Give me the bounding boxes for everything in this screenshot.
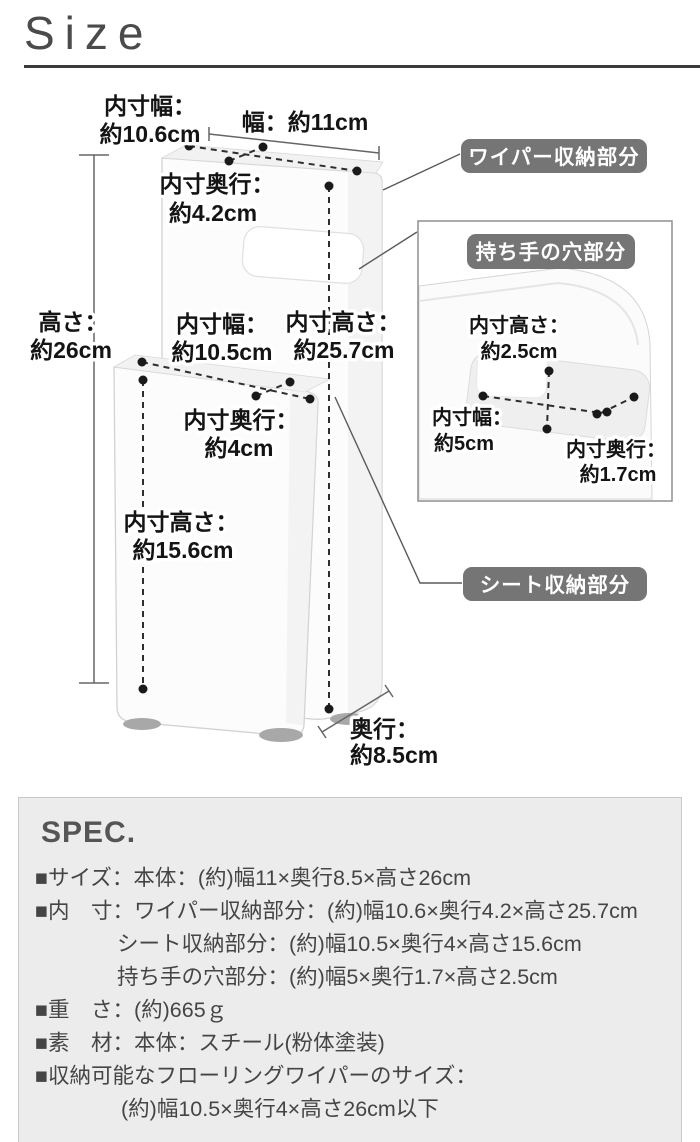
part-badges: ワイパー収納部分 シート収納部分: [461, 138, 647, 601]
handle-hole-badge-label: 持ち手の穴部分: [476, 240, 627, 264]
dim-dashes: [141, 144, 358, 709]
inset-label-inner-height-1: 内寸高さ：: [469, 313, 569, 337]
sheet-storage-badge-label: シート収納部分: [480, 573, 631, 597]
leader-wiper-badge: [382, 152, 461, 191]
spec-row: ■収納可能なフローリングワイパーのサイズ：: [35, 1063, 477, 1088]
inset-rim-line: [418, 281, 639, 345]
spec-row: ■内 寸：ワイパー収納部分：(約)幅10.6×奥行4.2×高さ25.7cm: [35, 898, 638, 923]
spec-row: ■重 さ：(約)665ｇ: [35, 997, 228, 1022]
spec-heading: SPEC.: [41, 815, 137, 849]
inset-label-inner-depth-2: 約1.7cm: [580, 462, 657, 486]
inset-hole-opening: [476, 351, 548, 398]
label-height-2: 約26cm: [30, 337, 112, 363]
inset-label-inner-width-1: 内寸幅：: [432, 405, 512, 429]
measure-lines: [79, 126, 394, 739]
label-inner-depth-sheet-1: 内寸奥行：: [184, 407, 299, 433]
leader-lines: [334, 152, 462, 584]
handle-hole-badge: [467, 233, 635, 269]
label-inner-width-wiper-1: 内寸幅：: [104, 93, 196, 119]
size-diagram: 内寸高さ： 約2.5cm 内寸幅： 約5cm 内寸奥行： 約1.7cm 持ち手の…: [27, 89, 673, 771]
label-inner-width-wiper-2: 約10.6cm: [99, 121, 200, 147]
dim-dots: [137, 141, 362, 714]
dim-labels: 内寸幅： 約10.6cm 幅：約11cm 内寸奥行： 約4.2cm 高さ： 約2…: [27, 89, 442, 771]
spec-row: (約)幅10.5×奥行4×高さ26cm以下: [121, 1096, 439, 1121]
label-inner-depth-wiper-2: 約4.2cm: [169, 200, 257, 226]
label-inner-height-wiper-1: 内寸高さ：: [286, 309, 401, 335]
spec-row: ■サイズ：本体：(約)幅11×奥行8.5×高さ26cm: [35, 865, 472, 890]
spec-row: シート収納部分：(約)幅10.5×奥行4×高さ15.6cm: [117, 931, 582, 956]
handle-hole: [241, 225, 365, 284]
label-inner-height-sheet-2: 約15.6cm: [132, 537, 233, 563]
inset-dash-height: [546, 370, 550, 429]
wiper-box-top-face: [160, 144, 384, 174]
sheet-box-side-shade: [286, 389, 318, 725]
label-width: 幅：約11cm: [242, 109, 369, 135]
foot: [259, 727, 303, 742]
page-title: Size: [24, 7, 154, 59]
header: Size: [0, 0, 700, 68]
inset-dim-dashes: [482, 370, 635, 429]
sheet-box: [112, 354, 332, 737]
label-inner-width-sheet-2: 約10.5cm: [171, 339, 272, 365]
inset-label-inner-height-2: 約2.5cm: [481, 339, 558, 363]
leader-sheet-badge: [334, 396, 462, 584]
leader-handle-inset: [358, 231, 418, 270]
foot: [123, 717, 161, 730]
label-inner-depth-sheet-2: 約4cm: [204, 435, 273, 461]
spec-row: 持ち手の穴部分：(約)幅5×奥行1.7×高さ2.5cm: [117, 964, 558, 989]
inset-label-inner-width-2: 約5cm: [434, 431, 494, 455]
label-depth-2: 約8.5cm: [350, 742, 438, 768]
measure-width: [208, 126, 380, 160]
label-inner-width-sheet-1: 内寸幅：: [176, 311, 268, 337]
measure-depth: [317, 684, 394, 739]
wiper-box-side-shade: [348, 170, 382, 714]
handle-inset: 内寸高さ： 約2.5cm 内寸幅： 約5cm 内寸奥行： 約1.7cm 持ち手の…: [417, 219, 673, 502]
dash-sheet-inner-width: [141, 360, 311, 400]
measure-height: [79, 153, 109, 684]
label-inner-depth-wiper-1: 内寸奥行：: [160, 171, 275, 197]
spec-box: SPEC. ■サイズ：本体：(約)幅11×奥行8.5×高さ26cm ■内 寸：ワ…: [18, 796, 682, 1142]
inset-border: [417, 219, 673, 502]
label-depth-1: 奥行：: [350, 716, 419, 742]
wiper-storage-badge-label: ワイパー収納部分: [468, 145, 640, 169]
inset-dim-dots: [478, 366, 639, 434]
wiper-storage-badge: [461, 138, 647, 173]
inset-dash-width: [482, 394, 602, 414]
title-divider: [24, 64, 700, 68]
label-inner-height-wiper-2: 約25.7cm: [293, 337, 394, 363]
spec-row: ■素 材：本体：スチール(粉体塗装): [35, 1030, 385, 1055]
label-inner-height-sheet-1: 内寸高さ：: [124, 509, 239, 535]
sheet-storage-badge: [463, 566, 647, 601]
inset-label-inner-depth-1: 内寸奥行：: [566, 437, 666, 461]
label-height-1: 高さ：: [39, 309, 108, 335]
